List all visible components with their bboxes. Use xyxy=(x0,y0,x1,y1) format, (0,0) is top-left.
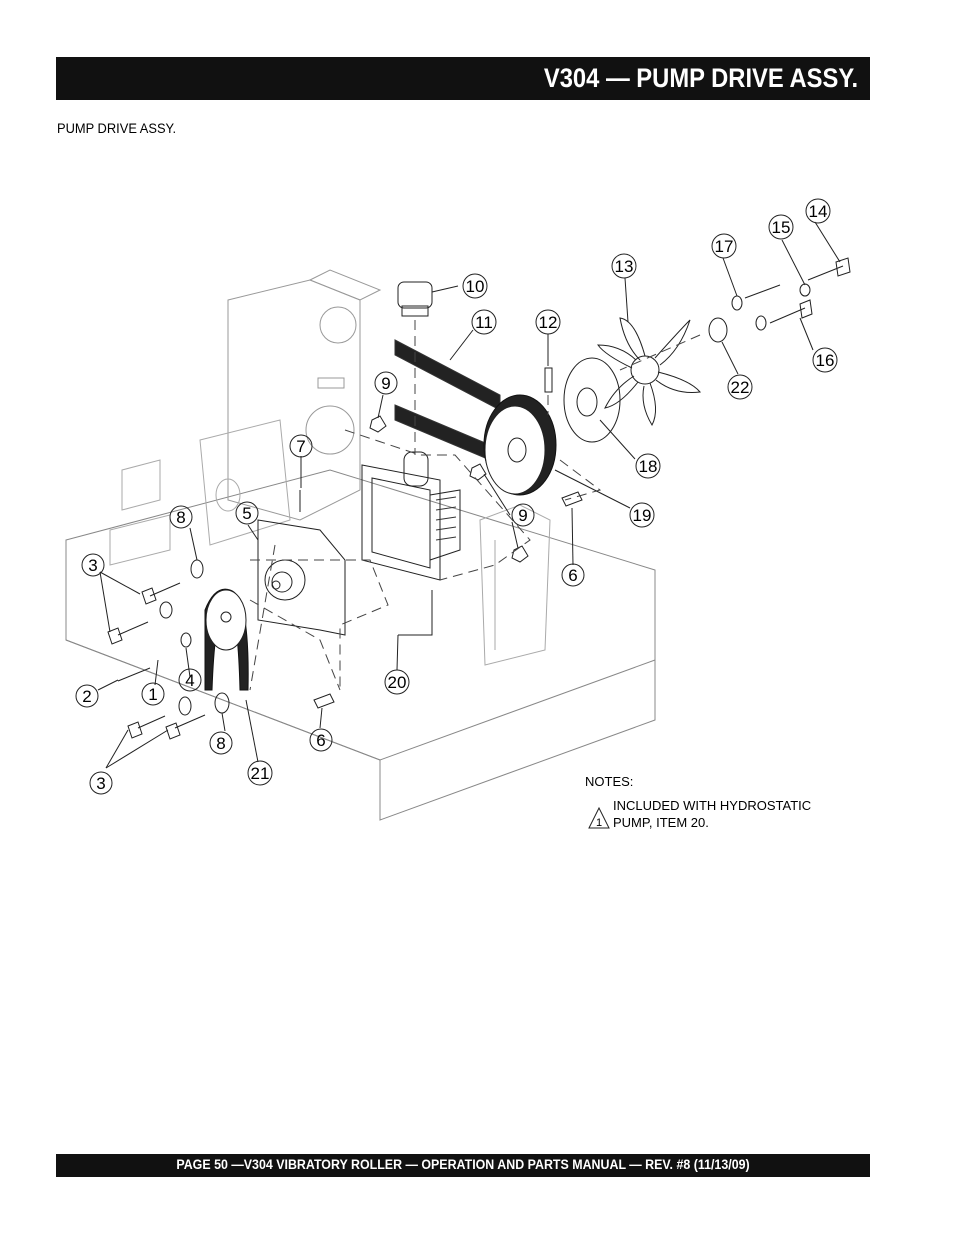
callout-12: 12 xyxy=(535,309,561,335)
svg-text:13: 13 xyxy=(615,257,634,276)
upper-belt xyxy=(394,339,501,411)
svg-text:4: 4 xyxy=(185,671,194,690)
callout-17: 17 xyxy=(711,233,737,259)
svg-text:7: 7 xyxy=(296,437,305,456)
section-subtitle: PUMP DRIVE ASSY. xyxy=(57,120,177,136)
callout-6-lower: 6 xyxy=(309,728,333,752)
svg-text:2: 2 xyxy=(82,687,91,706)
callout-4: 4 xyxy=(178,668,202,692)
svg-text:3: 3 xyxy=(96,774,105,793)
base-plate xyxy=(65,469,656,761)
frame-plate xyxy=(227,279,361,521)
bolts xyxy=(107,257,851,740)
svg-text:1: 1 xyxy=(596,817,602,829)
washers-and-nuts xyxy=(159,283,811,716)
note-line-2: PUMP, ITEM 20. xyxy=(613,815,709,830)
callout-15: 15 xyxy=(768,214,794,240)
callout-10: 10 xyxy=(462,273,488,299)
svg-text:15: 15 xyxy=(772,218,791,237)
svg-text:5: 5 xyxy=(242,504,251,523)
callout-3-upper: 3 xyxy=(81,553,105,577)
svg-text:9: 9 xyxy=(381,374,390,393)
callout-5: 5 xyxy=(235,501,259,525)
breather-cap xyxy=(397,281,433,309)
callout-16: 16 xyxy=(812,347,838,373)
callout-22: 22 xyxy=(727,374,753,400)
svg-text:9: 9 xyxy=(518,506,527,525)
callout-8-lower: 8 xyxy=(209,731,233,755)
key-lower xyxy=(313,693,335,709)
hydrostatic-pump-flange xyxy=(361,464,441,581)
footer-text: PAGE 50 —V304 VIBRATORY ROLLER — OPERATI… xyxy=(176,1157,750,1172)
footer-bar: PAGE 50 —V304 VIBRATORY ROLLER — OPERATI… xyxy=(56,1154,870,1177)
title-bar: V304 — PUMP DRIVE ASSY. xyxy=(56,57,870,100)
callout-9-left: 9 xyxy=(374,371,398,395)
svg-text:3: 3 xyxy=(88,556,97,575)
callout-13: 13 xyxy=(611,253,637,279)
svg-text:20: 20 xyxy=(388,673,407,692)
svg-text:17: 17 xyxy=(715,237,734,256)
callout-6-upper: 6 xyxy=(561,563,585,587)
callout-11: 11 xyxy=(471,309,497,335)
callout-9-right: 9 xyxy=(511,503,535,527)
callout-20: 20 xyxy=(384,669,410,695)
notes-heading: NOTES: xyxy=(585,774,634,789)
svg-text:12: 12 xyxy=(539,313,558,332)
svg-text:6: 6 xyxy=(568,566,577,585)
callout-19: 19 xyxy=(629,502,655,528)
svg-text:14: 14 xyxy=(809,202,828,221)
sheave xyxy=(563,357,621,443)
cooling-fan xyxy=(597,317,701,427)
svg-text:19: 19 xyxy=(633,506,652,525)
svg-text:1: 1 xyxy=(148,685,157,704)
callout-labels: 1 2 3 3 4 5 6 6 7 8 8 9 9 10 11 12 13 14… xyxy=(75,198,838,795)
key-upper xyxy=(561,491,583,507)
note-warning-triangle-icon: 1 xyxy=(588,806,610,829)
svg-text:16: 16 xyxy=(816,351,835,370)
callout-1: 1 xyxy=(141,682,165,706)
callout-18: 18 xyxy=(635,453,661,479)
callout-8-upper: 8 xyxy=(169,505,193,529)
callout-14: 14 xyxy=(805,198,831,224)
callout-7: 7 xyxy=(289,434,313,458)
svg-text:22: 22 xyxy=(731,378,750,397)
svg-text:10: 10 xyxy=(466,277,485,296)
callout-3-lower: 3 xyxy=(89,771,113,795)
callout-21: 21 xyxy=(247,760,273,786)
right-bracket xyxy=(479,504,551,666)
set-screw xyxy=(544,367,553,393)
svg-text:11: 11 xyxy=(475,313,493,332)
note-line-1: INCLUDED WITH HYDROSTATIC xyxy=(613,798,812,813)
note-text: INCLUDED WITH HYDROSTATIC PUMP, ITEM 20. xyxy=(613,797,863,831)
svg-text:6: 6 xyxy=(316,731,325,750)
page-title: V304 — PUMP DRIVE ASSY. xyxy=(543,63,858,93)
svg-text:8: 8 xyxy=(216,734,225,753)
svg-text:8: 8 xyxy=(176,508,185,527)
svg-text:21: 21 xyxy=(251,764,270,783)
svg-text:18: 18 xyxy=(639,457,658,476)
mounting-plate xyxy=(257,519,346,636)
callout-2: 2 xyxy=(75,684,99,708)
